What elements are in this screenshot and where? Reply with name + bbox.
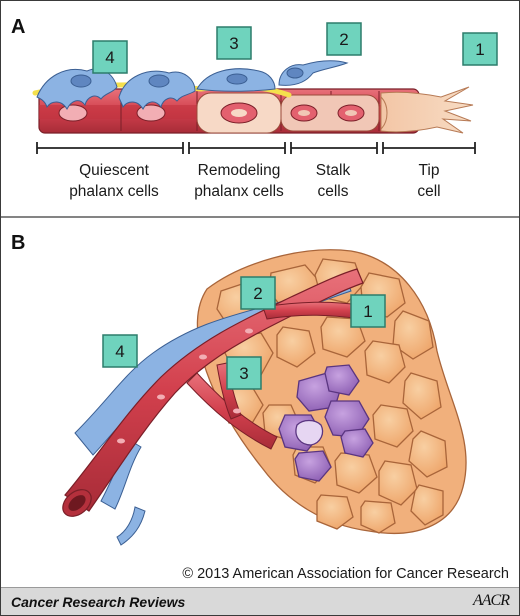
panel-a-badge-3: 3 [216,26,252,60]
panel-b-letter: B [11,232,25,254]
svg-text:1: 1 [363,302,372,321]
stage-label-tip-line2: cell [417,183,440,200]
panel-b-vessel [62,268,364,546]
panel-b-badge-2: 2 [240,276,276,310]
svg-text:1: 1 [475,40,484,59]
panel-a-badge-2: 2 [326,22,362,56]
stage-brackets [36,142,476,154]
panel-a-badge-4: 4 [92,40,128,74]
panel-a-letter: A [11,16,25,38]
panel-a-badge-1: 1 [462,32,498,66]
stage-label-quiescent-line2: phalanx cells [69,183,159,200]
svg-text:3: 3 [229,34,238,53]
stage-label-stalk-line2: cells [317,183,348,200]
svg-text:3: 3 [239,364,248,383]
panel-a-pericytes [36,60,349,111]
stage-label-tip-line1: Tip [419,162,440,179]
stage-label-stalk-line1: Stalk [316,162,351,179]
journal-footer: Cancer Research Reviews AACR [1,587,519,615]
journal-name: Cancer Research Reviews [11,594,186,610]
panel-b-badge-4: 4 [102,334,138,368]
copyright-notice: © 2013 American Association for Cancer R… [182,566,509,582]
svg-text:2: 2 [253,284,262,303]
stage-label-remodeling-line2: phalanx cells [194,183,284,200]
hypoxic-cluster [278,364,374,482]
stage-label-remodeling-line1: Remodeling [198,162,281,179]
svg-text:4: 4 [105,48,114,67]
stage-label-quiescent-line1: Quiescent [79,162,149,179]
panel-b-badge-1: 1 [350,294,386,328]
aacr-logo: AACR [473,592,510,609]
figure-artwork: A [1,16,519,582]
panel-b-badge-3: 3 [226,356,262,390]
svg-text:4: 4 [115,342,124,361]
svg-text:2: 2 [339,30,348,49]
